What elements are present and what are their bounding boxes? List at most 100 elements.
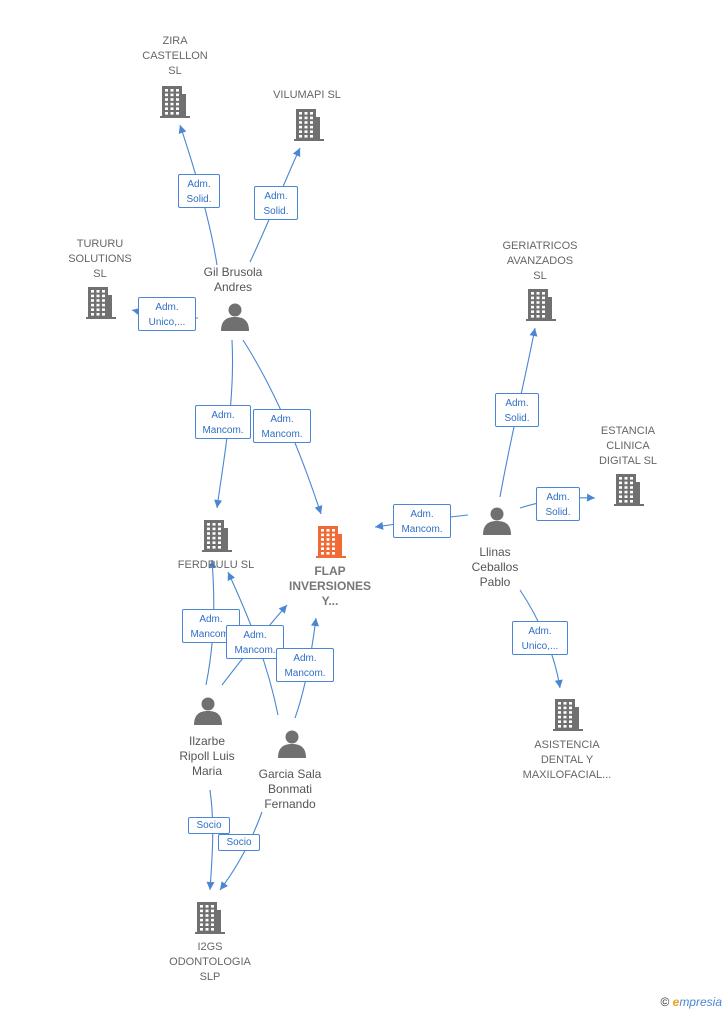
company-icon-tururu[interactable] bbox=[86, 287, 116, 319]
company-label-vilumapi[interactable]: VILUMAPI SL bbox=[273, 89, 341, 101]
person-icon-garcia[interactable] bbox=[278, 730, 306, 759]
building-window bbox=[558, 720, 561, 723]
edge-label-llinas-to-estancia: Adm. Solid. bbox=[536, 487, 580, 521]
building-window bbox=[332, 529, 335, 532]
building-window bbox=[96, 308, 100, 311]
person-icon-ilzarbe[interactable] bbox=[194, 697, 222, 726]
building-window bbox=[91, 303, 94, 307]
building-window bbox=[569, 720, 572, 723]
company-icon-geriatricos[interactable] bbox=[526, 289, 556, 321]
edge-arrowhead bbox=[214, 499, 223, 508]
building-wing bbox=[106, 295, 112, 319]
building-window bbox=[563, 720, 567, 723]
company-label-i2gs[interactable]: I2GS ODONTOLOGIA SLP bbox=[169, 941, 251, 983]
company-icon-flap[interactable] bbox=[316, 526, 346, 558]
building-window bbox=[563, 715, 567, 719]
building-base bbox=[86, 317, 116, 319]
building-window bbox=[569, 711, 572, 714]
building-window bbox=[207, 541, 210, 544]
building-window bbox=[91, 313, 94, 316]
building-window bbox=[321, 552, 324, 555]
building-window bbox=[207, 532, 210, 535]
person-label-llinas[interactable]: Llinas Ceballos Pablo bbox=[471, 545, 519, 589]
building-window bbox=[321, 529, 324, 532]
building-window bbox=[299, 130, 302, 133]
person-label-ilzarbe[interactable]: Ilzarbe Ripoll Luis Maria bbox=[179, 734, 235, 778]
building-window bbox=[542, 305, 545, 309]
building-window bbox=[558, 715, 561, 719]
building-window bbox=[299, 125, 302, 129]
building-window bbox=[211, 928, 214, 931]
building-window bbox=[91, 299, 94, 302]
company-label-estancia[interactable]: ESTANCIA CLINICA DIGITAL SL bbox=[598, 425, 658, 467]
building-window bbox=[531, 296, 534, 300]
building-window bbox=[218, 532, 221, 535]
building-window bbox=[96, 313, 100, 316]
building-window bbox=[558, 706, 561, 710]
building-window bbox=[542, 296, 545, 300]
company-icon-asistencia[interactable] bbox=[553, 699, 583, 731]
building-window bbox=[211, 909, 214, 913]
building-window bbox=[200, 909, 203, 913]
building-window bbox=[165, 107, 168, 110]
edge-label-llinas-to-flap: Adm. Mancom. bbox=[393, 504, 451, 538]
edge-label-gil-to-flap: Adm. Mancom. bbox=[253, 409, 311, 443]
building-window bbox=[205, 905, 209, 908]
building-window bbox=[542, 301, 545, 304]
building-window bbox=[212, 536, 216, 540]
building-window bbox=[218, 546, 221, 549]
edge-arrowhead bbox=[220, 881, 228, 890]
building-window bbox=[102, 303, 105, 307]
person-icon-llinas[interactable] bbox=[483, 507, 511, 536]
building-window bbox=[624, 477, 628, 480]
building-window bbox=[165, 112, 168, 115]
company-label-geriatricos[interactable]: GERIATRICOS AVANZADOS SL bbox=[502, 240, 578, 282]
building-window bbox=[569, 706, 572, 710]
company-icon-vilumapi[interactable] bbox=[294, 109, 324, 141]
edge-arrowhead bbox=[227, 572, 235, 581]
building-window bbox=[170, 98, 174, 101]
building-window bbox=[170, 89, 174, 92]
building-window bbox=[102, 294, 105, 298]
company-icon-zira[interactable] bbox=[160, 86, 190, 118]
building-window bbox=[165, 93, 168, 97]
company-icon-estancia[interactable] bbox=[614, 474, 644, 506]
building-window bbox=[176, 107, 179, 110]
building-window bbox=[170, 93, 174, 97]
building-window bbox=[619, 490, 622, 494]
building-window bbox=[326, 538, 330, 541]
building-window bbox=[326, 529, 330, 532]
building-window bbox=[332, 547, 335, 550]
building-window bbox=[558, 702, 561, 705]
edge-arrowhead bbox=[292, 148, 301, 157]
building-window bbox=[332, 542, 335, 546]
person-label-gil[interactable]: Gil Brusola Andres bbox=[203, 265, 263, 294]
building-base bbox=[160, 116, 190, 118]
building-window bbox=[304, 121, 308, 124]
building-window bbox=[205, 914, 209, 917]
company-label-zira[interactable]: ZIRA CASTELLON SL bbox=[142, 35, 208, 77]
building-window bbox=[558, 711, 561, 714]
building-window bbox=[304, 135, 308, 138]
company-label-tururu[interactable]: TURURU SOLUTIONS SL bbox=[68, 238, 132, 280]
building-window bbox=[200, 914, 203, 917]
building-window bbox=[211, 918, 214, 922]
building-window bbox=[211, 905, 214, 908]
building-window bbox=[321, 542, 324, 546]
company-label-asistencia[interactable]: ASISTENCIA DENTAL Y MAXILOFACIAL... bbox=[522, 739, 612, 781]
building-window bbox=[200, 905, 203, 908]
company-label-flap[interactable]: FLAP INVERSIONES Y... bbox=[288, 564, 372, 608]
building-base bbox=[614, 504, 644, 506]
company-label-ferdrulu[interactable]: FERDRULU SL bbox=[177, 559, 255, 571]
person-label-garcia[interactable]: Garcia Sala Bonmati Fernando bbox=[258, 767, 322, 811]
edge-garcia-to-i2gs bbox=[219, 811, 263, 891]
person-icon-gil[interactable] bbox=[221, 303, 249, 332]
building-window bbox=[531, 305, 534, 309]
company-icon-ferdrulu[interactable] bbox=[202, 520, 232, 552]
building-window bbox=[304, 130, 308, 133]
building-window bbox=[207, 527, 210, 531]
company-icon-i2gs[interactable] bbox=[195, 902, 225, 934]
edge-label-gil-to-vilumapi: Adm. Solid. bbox=[254, 186, 298, 220]
building-window bbox=[326, 533, 330, 537]
building-window bbox=[536, 305, 540, 309]
